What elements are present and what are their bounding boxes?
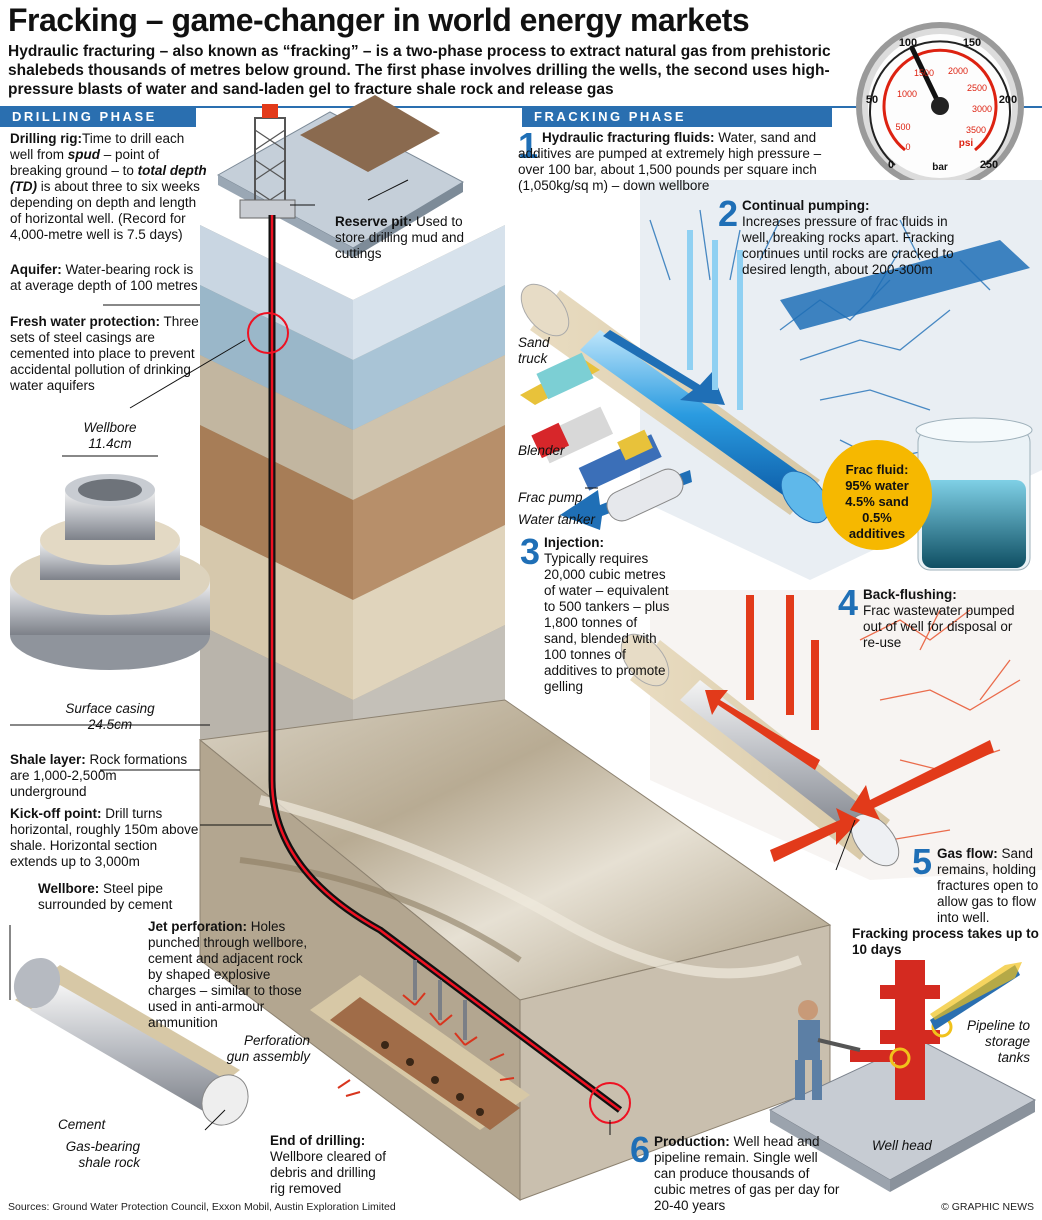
surface-casing-name: Surface casing bbox=[65, 701, 155, 716]
pipeline-line-1: Pipeline to bbox=[966, 1018, 1030, 1033]
wellbore-size-label: Wellbore 11.4cm bbox=[80, 420, 140, 452]
step-4-text: Back-flushing: Frac wastewater pumped ou… bbox=[863, 587, 1028, 651]
gauge-psi-2500: 2500 bbox=[967, 83, 987, 93]
wellbore-label: Wellbore: Steel pipe surrounded by cemen… bbox=[38, 881, 173, 912]
cement-label: Cement bbox=[58, 1117, 106, 1132]
surface-casing-label: Surface casing 24.5cm bbox=[40, 701, 180, 733]
step-2-body: Increases pressure of frac fluids in wel… bbox=[742, 214, 955, 277]
aquifer-label: Aquifer: Water-bearing rock is at averag… bbox=[10, 262, 198, 293]
worker bbox=[795, 1000, 861, 1100]
gauge-psi-1000: 1000 bbox=[897, 89, 917, 99]
end-of-drilling-label: End of drilling: Wellbore cleared of deb… bbox=[270, 1133, 387, 1196]
step-1-text: Hydraulic fracturing fluids: Water, sand… bbox=[518, 130, 822, 193]
step-6-body: Well head and pipeline remain. Single we… bbox=[654, 1134, 840, 1213]
shale-layer-label: Shale layer: Rock formations are 1,000-2… bbox=[10, 752, 188, 799]
frac-fluid-sand: 4.5% sand bbox=[845, 494, 909, 509]
step-6-text: Production: Well head and pipeline remai… bbox=[630, 1134, 840, 1214]
step-1-number: 1 bbox=[518, 125, 539, 166]
drilling-rig bbox=[239, 104, 296, 219]
kickoff-label: Kick-off point: Drill turns horizontal, … bbox=[10, 806, 199, 869]
gauge-bar-200: 200 bbox=[999, 94, 1017, 106]
step-5-text: Gas flow: Sand remains, holding fracture… bbox=[852, 846, 1042, 958]
sand-truck-line-2: truck bbox=[518, 351, 548, 366]
perforation-gun-label: Perforation gun assembly bbox=[205, 1033, 310, 1065]
step-6-number: 6 bbox=[630, 1129, 651, 1170]
gauge-psi-2000: 2000 bbox=[948, 66, 968, 76]
backflush-red-zone bbox=[620, 590, 1042, 880]
blender-label: Blender bbox=[518, 443, 565, 458]
reserve-pit-label: Reserve pit: Used to store drilling mud … bbox=[335, 214, 465, 261]
step-5-number: 5 bbox=[912, 841, 933, 882]
frac-fluid-water: 95% water bbox=[845, 478, 909, 493]
wellbore-size-name: Wellbore bbox=[83, 420, 137, 435]
step-3-heading: Injection: bbox=[544, 535, 604, 550]
gauge-psi-1500: 1500 bbox=[914, 68, 934, 78]
step-2-text: Continual pumping: Increases pressure of… bbox=[742, 198, 977, 278]
gauge-psi-3000: 3000 bbox=[972, 104, 992, 114]
step-4-heading: Back-flushing: bbox=[863, 587, 957, 602]
wellbore-pipe-section bbox=[13, 957, 249, 1126]
jet-perforation-label: Jet perforation: Holes punched through w… bbox=[148, 919, 308, 1030]
sources: Sources: Ground Water Protection Council… bbox=[8, 1201, 396, 1213]
gauge-bar-150: 150 bbox=[963, 37, 981, 49]
frac-fluid-additives-1: 0.5% bbox=[862, 510, 892, 525]
step-5-body: Sand remains, holding fractures open to … bbox=[937, 846, 1039, 925]
well-head bbox=[768, 960, 1037, 1192]
sand-truck-line-1: Sand bbox=[518, 335, 550, 350]
step-3-body: Typically requires 20,000 cubic metres o… bbox=[544, 551, 670, 694]
frac-pump-label: Frac pump bbox=[518, 490, 583, 505]
step-3-number: 3 bbox=[520, 531, 541, 572]
well-head-label: Well head bbox=[872, 1138, 932, 1153]
surface-casing-value: 24.5cm bbox=[87, 717, 133, 732]
gauge-bar-0: 0 bbox=[888, 159, 894, 171]
pressure-gauge: 0 50 100 150 200 250 0 500 1000 1500 200… bbox=[856, 22, 1024, 190]
sand-truck-label: Sand truck bbox=[518, 335, 550, 367]
step-5-heading: Gas flow: bbox=[937, 846, 998, 861]
step-5-emphasis: Fracking process takes up to 10 days bbox=[852, 926, 1039, 957]
gauge-psi-500: 500 bbox=[895, 122, 910, 132]
intro-text: Hydraulic fracturing – also known as “fr… bbox=[8, 43, 831, 98]
gauge-bar-250: 250 bbox=[980, 159, 998, 171]
casing-cutaway bbox=[10, 455, 210, 726]
step-2-number: 2 bbox=[718, 193, 739, 234]
red-pipe bbox=[620, 633, 900, 867]
fresh-water-label: Fresh water protection: Three sets of st… bbox=[10, 314, 199, 393]
credit: © GRAPHIC NEWS bbox=[941, 1201, 1034, 1213]
frac-fluid-additives-2: additives bbox=[848, 526, 906, 541]
pipeline-label: Pipeline to storage tanks bbox=[950, 1018, 1030, 1066]
step-2-heading: Continual pumping: bbox=[742, 198, 870, 213]
step-6-heading: Production: bbox=[654, 1134, 730, 1149]
gauge-bar-100: 100 bbox=[899, 37, 917, 49]
perforation-gun-line-1: Perforation bbox=[243, 1033, 310, 1048]
blue-pipe bbox=[520, 283, 830, 524]
frac-fleet bbox=[520, 352, 684, 522]
gauge-psi-3500: 3500 bbox=[966, 125, 986, 135]
frac-fluid-title: Frac fluid: bbox=[845, 462, 909, 477]
pipeline-line-3: tanks bbox=[997, 1050, 1030, 1065]
fracking-phase-bar: FRACKING PHASE bbox=[522, 107, 832, 127]
drilling-phase-bar: DRILLING PHASE bbox=[0, 107, 196, 127]
leader-lines bbox=[9, 179, 856, 1135]
gauge-psi-0: 0 bbox=[905, 142, 910, 152]
beaker bbox=[915, 417, 1033, 571]
gauge-unit-psi: psi bbox=[959, 138, 974, 149]
pipeline-line-2: storage bbox=[984, 1034, 1030, 1049]
perforation-gun-line-2: gun assembly bbox=[226, 1049, 310, 1064]
step-3-text: Injection: Typically requires 20,000 cub… bbox=[520, 535, 670, 695]
step-4-body: Frac wastewater pumped out of well for d… bbox=[863, 603, 1015, 650]
frac-fluid-badge: Frac fluid: 95% water 4.5% sand 0.5% add… bbox=[822, 440, 932, 550]
step-4-number: 4 bbox=[838, 582, 859, 623]
water-tanker-label: Water tanker bbox=[518, 512, 596, 527]
page-title: Fracking – game-changer in world energy … bbox=[8, 2, 750, 38]
shale-rock-label: Gas-bearing shale rock bbox=[30, 1139, 140, 1171]
gauge-unit-bar: bar bbox=[932, 162, 948, 173]
perforation-gun-section bbox=[310, 960, 530, 1130]
shale-rock-line-2: shale rock bbox=[78, 1155, 140, 1170]
shale-rock-line-1: Gas-bearing bbox=[65, 1139, 140, 1154]
gauge-bar-50: 50 bbox=[866, 94, 878, 106]
wellbore-size-value: 11.4cm bbox=[88, 436, 132, 451]
drilling-rig-label: Drilling rig:Time to drill each well fro… bbox=[10, 131, 207, 242]
